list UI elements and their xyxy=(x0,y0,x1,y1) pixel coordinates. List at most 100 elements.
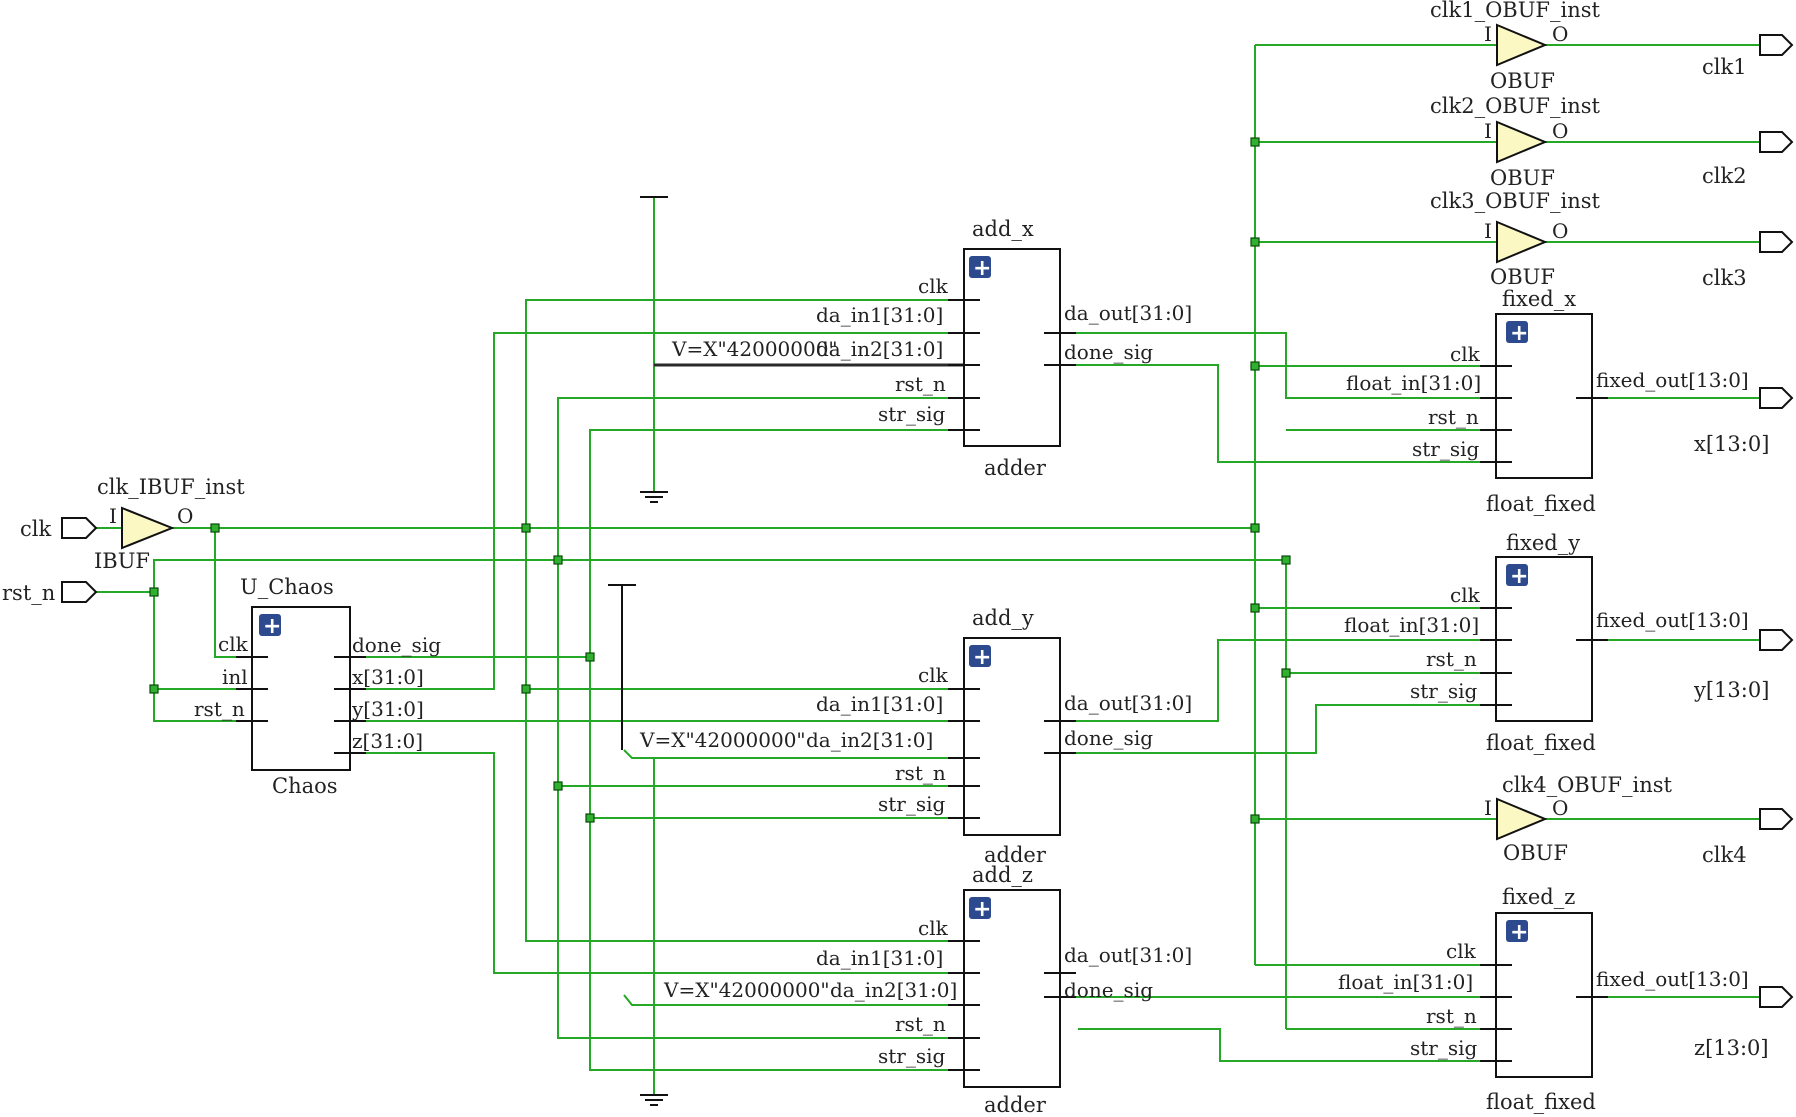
pin-label: fixed_out[13:0] xyxy=(1596,967,1749,991)
net-rst-main[interactable] xyxy=(153,559,1287,1029)
fixer-block-z[interactable]: fixed_z + clk float_in[31:0] rst_n str_s… xyxy=(1338,885,1749,1114)
plus-icon[interactable]: + xyxy=(973,645,991,670)
fixer-block-y[interactable]: fixed_y + clk float_in[31:0] rst_n str_s… xyxy=(1344,531,1749,755)
plus-icon[interactable]: + xyxy=(973,256,991,281)
port-label: y[13:0] xyxy=(1693,678,1769,702)
pin-label: V=X"42000000" xyxy=(671,337,838,361)
adder-block-y[interactable]: add_y + clk da_in1[31:0] V=X"42000000" d… xyxy=(639,606,1192,867)
expand-button[interactable] xyxy=(1506,920,1528,942)
cell-type: float_fixed xyxy=(1486,1090,1596,1114)
const-source-y xyxy=(608,584,636,750)
cell-type: float_fixed xyxy=(1486,731,1596,755)
output-port-clk1[interactable]: clk1 xyxy=(1702,34,1794,79)
pin-label: clk xyxy=(1450,342,1481,366)
output-port-clk3[interactable]: clk3 xyxy=(1702,231,1794,290)
instance-name: clk_IBUF_inst xyxy=(97,475,245,499)
net-obuf-outputs[interactable] xyxy=(1545,44,1760,820)
junction-dot xyxy=(149,587,159,597)
pin-label: inl xyxy=(222,665,248,689)
expand-button[interactable] xyxy=(969,645,991,667)
pin-stubs xyxy=(948,299,1076,431)
net-fixer-outputs[interactable] xyxy=(1592,397,1760,998)
pin-label-out: O xyxy=(1552,22,1568,46)
pin-label: y[31:0] xyxy=(351,697,424,721)
junction-dot xyxy=(1250,137,1260,147)
cell-type: Chaos xyxy=(272,774,338,798)
pin-stubs xyxy=(1480,365,1608,463)
junction-dot xyxy=(1250,237,1260,247)
plus-icon[interactable]: + xyxy=(1510,321,1528,346)
junction-dot xyxy=(521,523,531,533)
adder-block-x[interactable]: add_x + clk da_in1[31:0] V=X"42000000" d… xyxy=(671,217,1192,480)
cell-type: OBUF xyxy=(1490,69,1555,93)
port-label: clk1 xyxy=(1702,55,1747,79)
input-port-clk[interactable]: clk xyxy=(20,517,98,541)
pin-label: rst_n xyxy=(895,761,946,785)
expand-button[interactable] xyxy=(969,897,991,919)
io-port-icon xyxy=(1759,34,1794,56)
net-clk-obuf-taps[interactable] xyxy=(1255,44,1497,820)
net-clk-fixer-taps[interactable] xyxy=(1255,365,1512,966)
ground-icon xyxy=(640,491,668,503)
junction-dot xyxy=(553,781,563,791)
junction-dot xyxy=(210,523,220,533)
net-addy-out[interactable] xyxy=(1058,639,1512,722)
instance-name: U_Chaos xyxy=(240,575,334,599)
junction-dot xyxy=(1250,603,1260,613)
output-port-y[interactable]: y[13:0] xyxy=(1693,629,1794,702)
chaos-block[interactable]: U_Chaos + clk inl rst_n done_sig x[31:0]… xyxy=(194,575,441,798)
pin-label: done_sig xyxy=(352,633,441,657)
triangle-buffer-icon xyxy=(1496,120,1548,164)
pin-label: done_sig xyxy=(1064,978,1153,1002)
pin-label: da_in1[31:0] xyxy=(816,303,943,327)
plus-icon[interactable]: + xyxy=(263,614,281,639)
output-port-z[interactable]: z[13:0] xyxy=(1694,986,1794,1060)
net-clk-vertical-left[interactable] xyxy=(525,299,980,942)
expand-button[interactable] xyxy=(1506,321,1528,343)
plus-icon[interactable]: + xyxy=(1510,920,1528,945)
plus-icon[interactable]: + xyxy=(973,897,991,922)
pin-stubs xyxy=(1480,607,1608,706)
adder-block-z[interactable]: add_z + clk da_in1[31:0] V=X"42000000" d… xyxy=(663,863,1192,1117)
port-label: clk xyxy=(20,517,51,541)
pin-label: clk xyxy=(918,663,949,687)
obuf-cell-clk4[interactable]: clk4_OBUF_inst I O OBUF xyxy=(1484,773,1672,865)
instance-name: clk3_OBUF_inst xyxy=(1430,189,1600,213)
junction-dot xyxy=(1250,814,1260,824)
expand-button[interactable] xyxy=(259,614,281,636)
output-ports: clk1 clk2 clk3 x[13:0] y[13:0] clk4 z[13… xyxy=(1693,34,1794,1060)
ibuf-cell[interactable]: clk_IBUF_inst I O IBUF xyxy=(94,475,245,573)
expand-button[interactable] xyxy=(1506,564,1528,586)
pin-label: str_sig xyxy=(1410,1036,1478,1060)
pin-label: da_out[31:0] xyxy=(1064,691,1192,715)
pin-label: str_sig xyxy=(878,1044,946,1068)
net-rst-fixers[interactable] xyxy=(1286,429,1512,1030)
net-const-z-bus[interactable] xyxy=(623,994,980,1006)
pin-label: V=X"42000000" xyxy=(663,978,830,1002)
expand-button[interactable] xyxy=(969,256,991,278)
instance-name: clk2_OBUF_inst xyxy=(1430,94,1600,118)
net-const-y-bus[interactable] xyxy=(623,749,980,759)
plus-icon[interactable]: + xyxy=(1510,564,1528,589)
net-chaos-z[interactable] xyxy=(350,752,980,974)
fixer-block-x[interactable]: fixed_x + clk float_in[31:0] rst_n str_s… xyxy=(1346,287,1749,516)
net-rst-chaos[interactable] xyxy=(153,592,252,722)
obuf-cell-clk3[interactable]: clk3_OBUF_inst I O OBUF xyxy=(1430,189,1600,289)
net-addy-done[interactable] xyxy=(1058,704,1512,754)
input-port-rst-n[interactable]: rst_n xyxy=(2,581,98,605)
instance-name: add_x xyxy=(972,217,1034,241)
port-label: clk3 xyxy=(1702,266,1747,290)
pin-label: float_in[31:0] xyxy=(1346,371,1481,395)
pin-stubs xyxy=(948,940,1076,1071)
obuf-cell-clk1[interactable]: clk1_OBUF_inst I O OBUF xyxy=(1430,0,1600,93)
net-chaos-x[interactable] xyxy=(350,332,1512,690)
output-port-clk2[interactable]: clk2 xyxy=(1702,131,1794,188)
output-port-clk4[interactable]: clk4 xyxy=(1702,808,1794,867)
net-addz-done[interactable] xyxy=(1078,1028,1512,1062)
net-addx-done[interactable] xyxy=(1058,364,1512,463)
output-port-x[interactable]: x[13:0] xyxy=(1694,387,1794,456)
net-rst-left[interactable] xyxy=(557,397,980,1039)
pin-label: da_in2[31:0] xyxy=(830,978,957,1002)
obuf-cell-clk2[interactable]: clk2_OBUF_inst I O OBUF xyxy=(1430,94,1600,190)
port-label: x[13:0] xyxy=(1694,432,1769,456)
